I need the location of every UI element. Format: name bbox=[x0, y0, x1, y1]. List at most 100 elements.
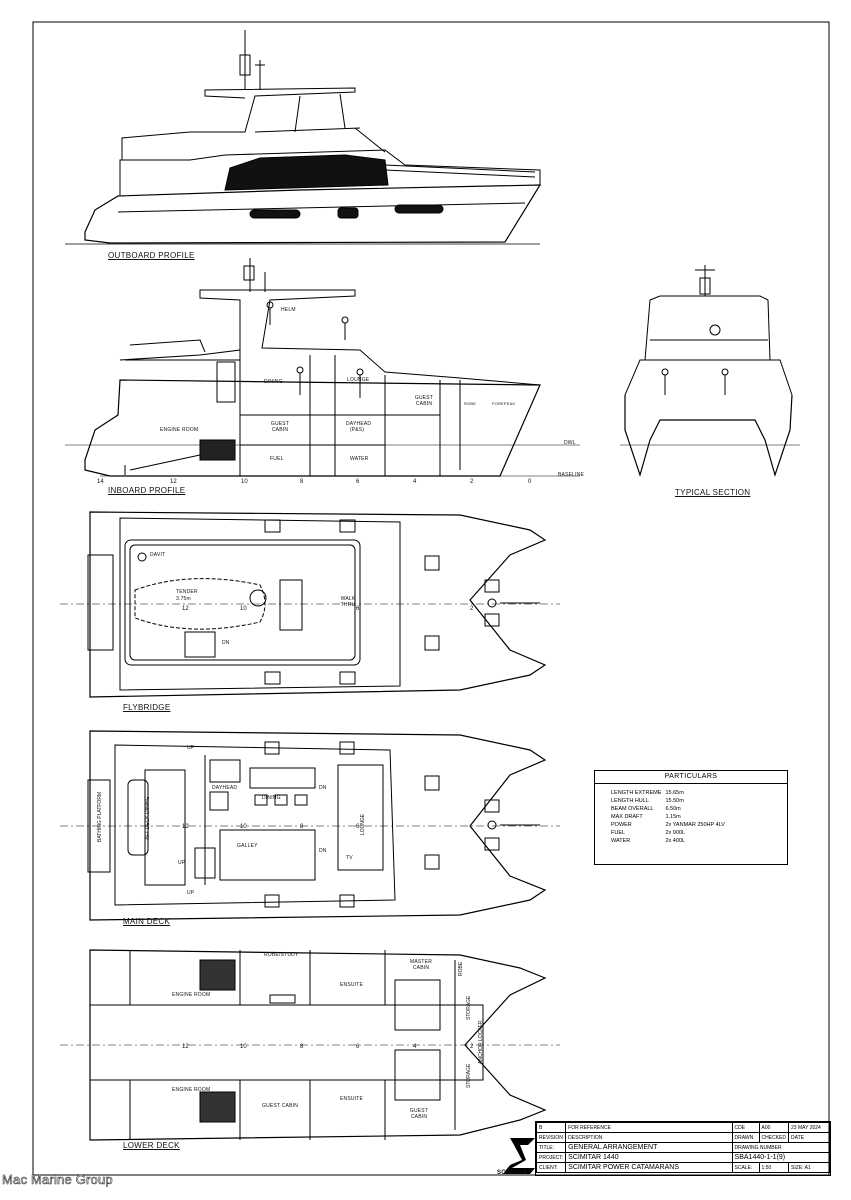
station-label: 12 bbox=[182, 824, 189, 830]
particular-value: 2x 400L bbox=[665, 838, 686, 844]
station-label: 6 bbox=[356, 606, 360, 612]
particular-label: LENGTH HULL bbox=[611, 798, 649, 804]
scimitar-logo-mark bbox=[503, 1138, 535, 1174]
davit-label: DAVIT bbox=[150, 552, 166, 558]
tender-size-label: 3.75m bbox=[176, 596, 191, 602]
flybridge-plan-drawing bbox=[60, 511, 560, 698]
main-deck-plan-drawing bbox=[60, 730, 560, 921]
inboard-profile-title: INBOARD PROFILE bbox=[108, 486, 186, 495]
station-label: 2 bbox=[470, 1044, 474, 1050]
description-heading: DESCRIPTION bbox=[565, 1132, 733, 1143]
station-label: 0 bbox=[528, 479, 532, 485]
particular-value: 15.65m bbox=[665, 790, 684, 796]
robe-study-label: ROBE/STUDY bbox=[264, 952, 299, 958]
station-label: 10 bbox=[240, 606, 247, 612]
particulars-row: MAX DRAFT 1.15m bbox=[611, 813, 729, 821]
fuel-label: FUEL bbox=[270, 456, 284, 462]
particulars-row: FUEL 2x 900L bbox=[611, 829, 729, 837]
date-heading: DATE bbox=[788, 1132, 830, 1143]
forepeak-label: FOREPEAK bbox=[492, 401, 516, 406]
size-heading: SIZE: bbox=[791, 1164, 804, 1171]
up-label: UP bbox=[187, 745, 195, 751]
dayhead-label: DAYHEAD (P&S) bbox=[346, 421, 372, 433]
station-label: 10 bbox=[241, 479, 248, 485]
revision-heading: REVISION bbox=[535, 1132, 567, 1143]
scale-heading: SCALE: bbox=[731, 1162, 760, 1173]
bathing-platform-label: BATHING PLATFORM bbox=[97, 791, 103, 842]
dn-label: DN bbox=[319, 785, 327, 791]
drawing-number-heading: DRAWING NUMBER bbox=[731, 1142, 831, 1153]
size-value-text: A1 bbox=[804, 1164, 811, 1171]
particulars-heading: PARTICULARS bbox=[595, 771, 787, 784]
particulars-row: LENGTH HULL 15.50m bbox=[611, 797, 729, 805]
storage-label: STORAGE bbox=[466, 995, 472, 1020]
engine-room-label: ENGINE ROOM bbox=[160, 427, 199, 433]
station-label: 8 bbox=[300, 479, 304, 485]
station-label: 2 bbox=[470, 606, 474, 612]
aft-deck-dining-label: AFT DECK DINING bbox=[145, 796, 151, 840]
station-label: 6 bbox=[356, 824, 360, 830]
water-label: WATER bbox=[350, 456, 369, 462]
dining-label: DINING bbox=[264, 379, 283, 385]
walk-thru-label: WALK THRU bbox=[340, 596, 356, 608]
flybridge-title: FLYBRIDGE bbox=[123, 703, 171, 712]
ensuite-label: ENSUITE bbox=[340, 1096, 364, 1102]
dayhead-label: DAYHEAD bbox=[212, 785, 238, 791]
particular-label: MAX DRAFT bbox=[611, 814, 643, 820]
typical-section-title: TYPICAL SECTION bbox=[675, 488, 751, 497]
code-heading: CDE bbox=[731, 1122, 760, 1133]
robe-label: ROBE bbox=[464, 401, 477, 406]
watermark-text: Mac Marine Group bbox=[2, 1172, 113, 1188]
project-name: SCIMITAR 1440 bbox=[565, 1152, 733, 1163]
station-label: 10 bbox=[240, 1044, 247, 1050]
station-label: 14 bbox=[97, 479, 104, 485]
galley-label: GALLEY bbox=[237, 843, 258, 849]
guest-cabin-label: GUEST CABIN bbox=[262, 1103, 299, 1109]
inboard-profile-drawing bbox=[65, 258, 580, 477]
rev-code: B bbox=[535, 1122, 567, 1133]
particular-value: 1.15m bbox=[665, 814, 681, 820]
lounge-label: LOUNGE bbox=[360, 813, 366, 835]
logo-text: SCIMITAR bbox=[497, 1170, 528, 1176]
guest-cabin-label: GUEST CABIN bbox=[270, 421, 290, 433]
guest-cabin-label: GUEST CABIN bbox=[414, 395, 434, 407]
dn-label: DN bbox=[222, 640, 230, 646]
station-label: 6 bbox=[356, 479, 360, 485]
lounge-label: LOUNGE bbox=[347, 377, 370, 383]
title-heading: TITLE: bbox=[535, 1142, 567, 1153]
up-label: UP bbox=[178, 860, 186, 866]
title-block: B FOR REFERENCE CDE A00 23 MAY 2024 REVI… bbox=[535, 1121, 831, 1176]
scale-value: 1:50 bbox=[758, 1162, 790, 1173]
station-label: 2 bbox=[470, 479, 474, 485]
tv-label: TV bbox=[346, 855, 353, 861]
particulars-row: POWER 2x YANMAR 250HP 4LV bbox=[611, 821, 729, 829]
station-label: 12 bbox=[170, 479, 177, 485]
particular-label: FUEL bbox=[611, 830, 626, 836]
outboard-profile-title: OUTBOARD PROFILE bbox=[108, 251, 195, 260]
engine-room-port-label: ENGINE ROOM bbox=[172, 992, 211, 998]
up-label: UP bbox=[187, 890, 195, 896]
client-name: SCIMITAR POWER CATAMARANS bbox=[565, 1162, 733, 1173]
guest-cabin-label: GUEST CABIN bbox=[409, 1108, 429, 1120]
particular-value: 2x 900L bbox=[665, 830, 686, 836]
rev-date: 23 MAY 2024 bbox=[788, 1122, 830, 1133]
particular-label: POWER bbox=[611, 822, 632, 828]
ensuite-label: ENSUITE bbox=[340, 982, 364, 988]
station-label: 8 bbox=[300, 1044, 304, 1050]
robe-label: ROBE bbox=[458, 961, 464, 976]
rev-description: FOR REFERENCE bbox=[565, 1122, 733, 1133]
particular-value: 2x YANMAR 250HP 4LV bbox=[665, 822, 725, 828]
station-label: 10 bbox=[240, 824, 247, 830]
station-label: 6 bbox=[356, 1044, 360, 1050]
particular-value: 15.50m bbox=[665, 798, 684, 804]
dn-label: DN bbox=[319, 848, 327, 854]
main-deck-title: MAIN DECK bbox=[123, 917, 171, 926]
project-heading: PROJECT: bbox=[535, 1152, 567, 1163]
station-label: 4 bbox=[413, 1044, 417, 1050]
drawing-title: GENERAL ARRANGEMENT bbox=[565, 1142, 733, 1153]
particular-label: LENGTH EXTREME bbox=[611, 790, 662, 796]
